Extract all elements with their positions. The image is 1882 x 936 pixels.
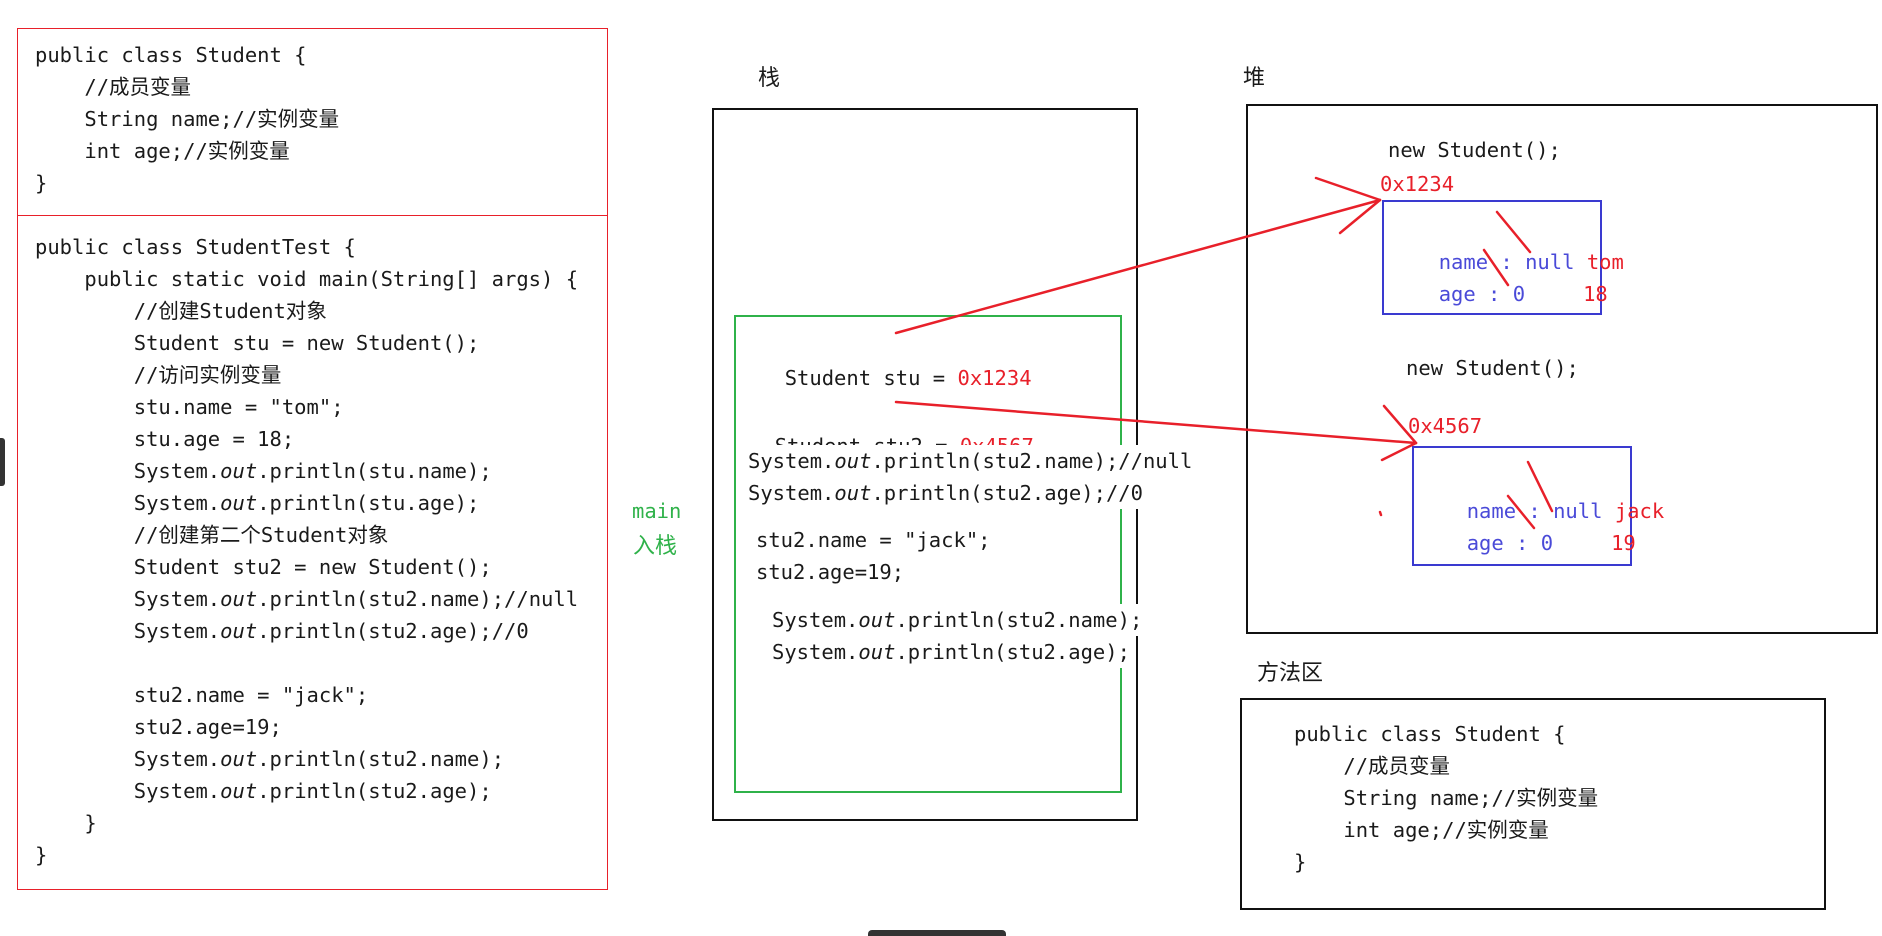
student-class-divider: [18, 215, 607, 216]
code-line: System.out.println(stu.name);: [133, 459, 492, 483]
stu-address: 0x1234: [957, 366, 1032, 390]
print-age-zero: System.out.println(stu2.age);//0: [748, 477, 1143, 509]
side-handle[interactable]: [0, 438, 5, 486]
code-line: //创建第二个Student对象: [35, 523, 389, 547]
assign-name: stu2.name = "jack";: [756, 528, 991, 552]
code-line: public class Student {: [35, 43, 307, 67]
arrowhead-stu2-bottom: [1380, 441, 1418, 462]
print-name-null: System.out.println(stu2.name);//null: [748, 445, 1193, 477]
strike-zero-1: [1482, 248, 1510, 287]
code-line: //创建Student对象: [35, 299, 327, 323]
student-object-1: [1382, 200, 1602, 315]
code-line: int age;//实例变量: [35, 139, 290, 163]
code-line: public class StudentTest {: [35, 235, 356, 259]
method-area: [1240, 698, 1826, 910]
code-line: }: [1294, 850, 1307, 874]
new-student-2: new Student();: [1406, 356, 1579, 380]
code-line: Student stu = new Student();: [35, 331, 480, 355]
reference-arrow-stu: [894, 198, 1382, 335]
name-old-value: null: [1553, 499, 1603, 523]
object-1-name-field: name : null tom: [1414, 214, 1624, 278]
student-object-2: [1412, 446, 1632, 566]
reference-arrow-stu2: [894, 400, 1418, 445]
method-area-title: 方法区: [1257, 661, 1324, 686]
code-line: System.out.println(stu.age);: [133, 491, 480, 515]
strike-null-1: [1495, 210, 1532, 254]
heap-area: [1246, 104, 1878, 634]
code-line: //成员变量: [35, 75, 192, 99]
code-line: System.out.println(stu2.age);: [133, 779, 492, 803]
code-line: public class Student {: [1294, 722, 1566, 746]
method-area-code: public class Student { //成员变量 String nam…: [1294, 718, 1598, 910]
name-label: name :: [1466, 499, 1554, 523]
student-test-code: public class StudentTest { public static…: [35, 231, 578, 935]
code-line: Student stu2 = new Student();: [35, 555, 492, 579]
code-line: String name;//实例变量: [1294, 786, 1599, 810]
print-name: System.out.println(stu2.name);: [772, 604, 1149, 636]
object-address-1: 0x1234: [1380, 172, 1455, 196]
code-line: String name;//实例变量: [35, 107, 340, 131]
assign-age: stu2.age=19;: [756, 560, 905, 584]
stu-declaration: Student stu =: [784, 366, 958, 390]
object-address-2: 0x4567: [1408, 414, 1483, 438]
code-line: stu2.age=19;: [35, 715, 282, 739]
age-old-value: 0: [1512, 282, 1526, 306]
code-line: System.out.println(stu2.name);//null: [133, 587, 579, 611]
age-label: age :: [1438, 282, 1513, 306]
code-panel: public class Student { //成员变量 String nam…: [17, 28, 608, 890]
name-new-value: tom: [1586, 250, 1624, 274]
student-class-code: public class Student { //成员变量 String nam…: [35, 39, 339, 263]
arrowhead-stu-bottom: [1338, 198, 1382, 235]
print-age: System.out.println(stu2.age);: [772, 636, 1136, 668]
arrowhead-stu2-top: [1382, 404, 1418, 445]
strike-null-2: [1526, 460, 1554, 513]
main-stack-frame: [734, 315, 1122, 793]
new-student-1: new Student();: [1388, 138, 1561, 162]
code-line: stu.age = 18;: [35, 427, 295, 451]
code-line: stu.name = "tom";: [35, 395, 344, 419]
object-1-age-field: age : 0 18: [1414, 246, 1608, 310]
name-new-value: jack: [1614, 499, 1665, 523]
object-2-name-field: name : null jack: [1442, 463, 1665, 527]
stray-mark: [1378, 510, 1383, 517]
code-line: System.out.println(stu2.name);: [133, 747, 505, 771]
age-label: age :: [1466, 531, 1541, 555]
stack-title: 栈: [758, 66, 781, 91]
code-line: //成员变量: [1294, 754, 1451, 778]
age-new-value: 19: [1611, 531, 1636, 555]
object-2-age-field: age : 0 19: [1442, 495, 1636, 559]
arrowhead-stu-top: [1314, 176, 1382, 202]
code-line: int age;//实例变量: [1294, 818, 1549, 842]
name-old-value: null: [1525, 250, 1575, 274]
age-old-value: 0: [1540, 531, 1554, 555]
code-line: }: [35, 171, 48, 195]
age-new-value: 18: [1583, 282, 1608, 306]
push-stack-label: 入栈: [633, 534, 678, 559]
code-line: //访问实例变量: [35, 363, 282, 387]
code-line: stu2.name = "jack";: [35, 683, 369, 707]
strike-zero-2: [1506, 494, 1536, 530]
code-line: System.out.println(stu2.age);//0: [133, 619, 529, 643]
code-line: }: [35, 811, 97, 835]
name-label: name :: [1438, 250, 1526, 274]
code-line: public static void main(String[] args) {: [35, 267, 579, 291]
bottom-handle[interactable]: [868, 930, 1006, 936]
main-label: main: [632, 499, 682, 523]
stu-reference: Student stu = 0x1234: [760, 330, 1032, 394]
heap-title: 堆: [1243, 66, 1266, 91]
code-line: }: [35, 843, 48, 867]
